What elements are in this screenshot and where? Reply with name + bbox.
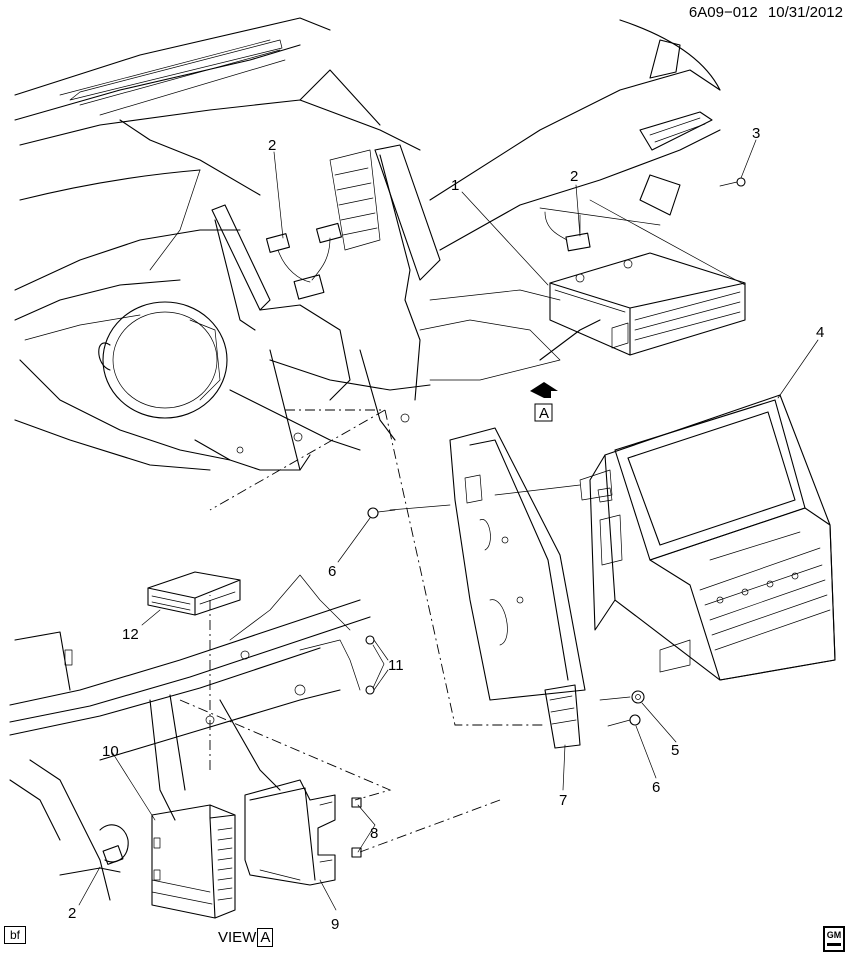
callout-2-upper-right: 2 (570, 168, 578, 185)
part-1-radio-receiver (544, 211, 746, 356)
part-2-connector-lower (102, 845, 124, 865)
diagram-id: 6A09−012 (688, 4, 758, 21)
view-marker-letter: A (539, 405, 549, 422)
footer-code: bf (4, 926, 27, 944)
part-11-screws (365, 635, 389, 695)
part-6-screw-lower (607, 714, 641, 727)
view-label-letter: A (257, 928, 274, 947)
part-8-clips (351, 797, 362, 858)
callout-1: 1 (451, 177, 459, 194)
callout-8: 8 (370, 825, 378, 842)
callout-9: 9 (331, 916, 339, 933)
callout-6-lower: 6 (652, 779, 660, 796)
part-3-screw (719, 177, 746, 187)
diagram-header: 6A09−012 10/31/2012 (689, 4, 843, 21)
diagram-date: 10/31/2012 (767, 4, 843, 21)
part-10-module (151, 804, 236, 919)
part-4-display-control-panel (579, 394, 836, 681)
callout-2-lower: 2 (68, 905, 76, 922)
gm-logo-text: GM (826, 930, 842, 940)
callout-3: 3 (752, 125, 760, 142)
callout-7: 7 (559, 792, 567, 809)
cross-car-beam (9, 574, 371, 901)
dashboard-illustration (14, 17, 721, 471)
view-label-text: VIEW (218, 929, 257, 946)
callout-10: 10 (102, 743, 119, 760)
gm-logo-icon: GM (823, 926, 845, 952)
callout-12: 12 (122, 626, 139, 643)
reference-lines (179, 199, 746, 853)
callout-labels: 1 2 2 2 3 4 5 6 6 7 8 9 10 11 12 (68, 125, 824, 933)
callout-4: 4 (816, 324, 824, 341)
part-5-nut (631, 690, 645, 704)
part-12-module (147, 571, 241, 616)
part-9-mounting-bracket (244, 779, 336, 886)
callout-leaders (78, 139, 819, 911)
callout-5: 5 (671, 742, 679, 759)
callout-2-upper-left: 2 (268, 137, 276, 154)
part-7-bracket (449, 427, 586, 749)
callout-11: 11 (388, 657, 404, 674)
view-direction-arrow: A (530, 382, 558, 422)
callout-6-upper: 6 (328, 563, 336, 580)
part-6-screw-upper (367, 507, 396, 519)
